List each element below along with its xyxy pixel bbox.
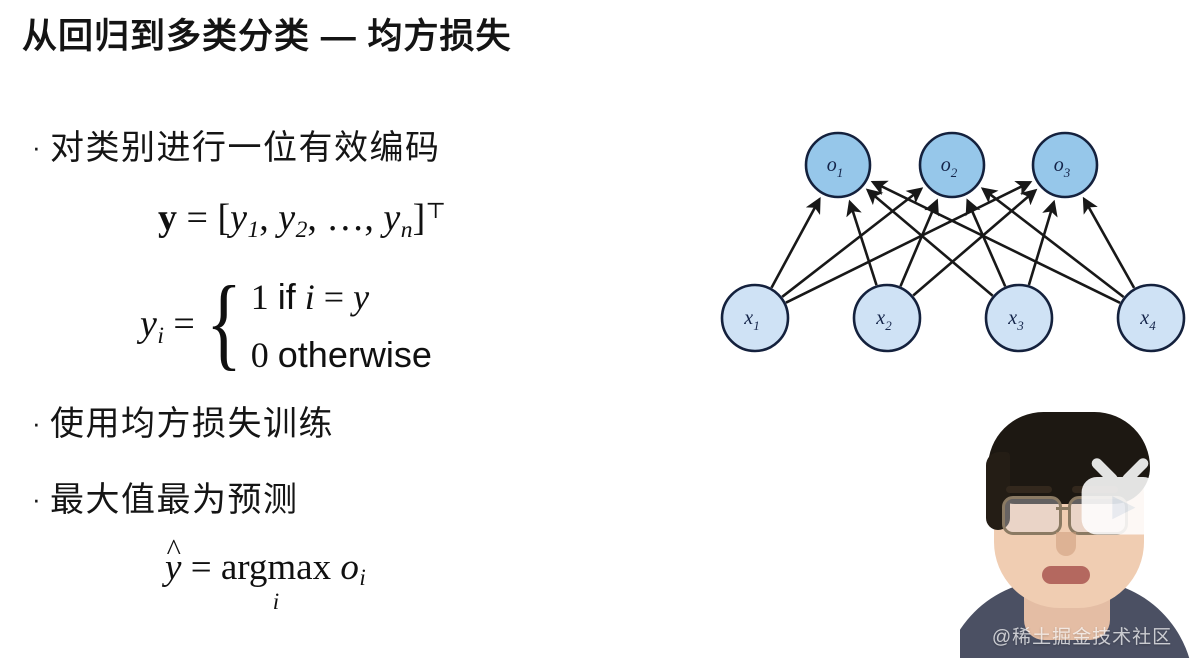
eq-onehot-sub-2: 2 <box>295 216 308 243</box>
node-circle <box>984 283 1054 353</box>
network-edge-x3-o3 <box>1027 199 1058 286</box>
speaker-glasses-left-lens <box>1002 496 1062 535</box>
eq-onehot-equals: = <box>186 197 208 239</box>
eq-onehot-term-1: y <box>230 197 247 239</box>
bullet-label-one-hot: 对类别进行一位有效编码 <box>50 129 441 167</box>
eq-case1-cond-var: i <box>304 277 315 317</box>
eq-piecewise-cases: 1 if i = y 0 otherwise <box>251 268 432 384</box>
eq-case2-value: 0 <box>250 335 269 375</box>
network-edge-x4-o2 <box>980 187 1125 299</box>
node-circle <box>918 131 986 199</box>
eq-onehot-open-bracket: [ <box>217 197 231 239</box>
network-node-input-3[interactable]: x3 <box>984 283 1054 353</box>
node-label-subscript: 3 <box>1063 165 1071 180</box>
eq-piecewise-equals: = <box>173 303 195 346</box>
network-edge-x4-o1 <box>870 180 1121 304</box>
eq-argmax-lhs: y <box>165 547 182 588</box>
network-edge-x2-o2 <box>899 198 939 287</box>
network-edge-x2-o3 <box>912 188 1038 297</box>
node-label-subscript: 2 <box>885 318 892 333</box>
node-label-subscript: 4 <box>1149 318 1156 333</box>
node-label-subscript: 3 <box>1016 318 1024 333</box>
eq-onehot-lhs: y <box>158 197 177 239</box>
eq-onehot-ellipsis: … <box>326 197 365 239</box>
network-node-output-3[interactable]: o3 <box>1031 131 1099 199</box>
network-node-input-1[interactable]: x1 <box>720 283 790 353</box>
node-label-subscript: 2 <box>951 165 958 180</box>
list-item: · 使用均方损失训练 <box>32 398 652 450</box>
eq-piecewise-brace: { <box>205 265 242 380</box>
network-edge-x2-o1 <box>846 199 878 286</box>
node-circle <box>720 283 790 353</box>
bullet-dot-icon: · <box>32 408 41 438</box>
bilibili-tv-logo-icon <box>1081 458 1159 535</box>
eq-onehot-transpose: ⊤ <box>425 197 446 223</box>
node-circle <box>1031 131 1099 199</box>
eq-piecewise-case-2: 0 otherwise <box>251 326 432 384</box>
node-label-subscript: 1 <box>837 165 844 180</box>
eq-onehot-term-n: y <box>383 197 401 239</box>
eq-onehot-sub-n: n <box>400 216 413 243</box>
eq-onehot-comma-2: , <box>307 197 317 239</box>
network-edge-x4-o3 <box>1082 196 1136 289</box>
network-nodes: o1 o2 o3 x1 x2 x3 x4 <box>720 131 1186 353</box>
eq-onehot-sub-1: 1 <box>247 216 260 243</box>
list-item: · 对类别进行一位有效编码 <box>32 122 652 174</box>
network-svg: o1 o2 o3 x1 x2 x3 x4 <box>720 131 1186 353</box>
eq-case1-keyword: if <box>277 276 296 317</box>
eq-piecewise-lhs-sub: i <box>157 322 164 349</box>
eq-onehot-close-bracket: ] <box>412 197 426 239</box>
eq-case1-value: 1 <box>250 277 269 317</box>
channel-watermark: @稀土掘金技术社区 <box>991 627 1173 648</box>
node-circle <box>1116 283 1186 353</box>
eq-argmax-hat: ^ <box>166 532 181 567</box>
eq-argmax-operand-sub: i <box>359 565 366 591</box>
network-edge-x3-o1 <box>865 188 994 297</box>
eq-argmax-operator-sub: i <box>272 589 280 614</box>
page-title: 从回归到多类分类 — 均方损失 <box>22 17 512 56</box>
node-circle <box>852 283 922 353</box>
network-node-input-4[interactable]: x4 <box>1116 283 1186 353</box>
network-node-output-1[interactable]: o1 <box>804 131 872 199</box>
node-circle <box>804 131 872 199</box>
eq-argmax-equals: = <box>190 547 212 588</box>
eq-piecewise-case-1: 1 if i = y <box>251 268 432 326</box>
speaker-glasses-bridge <box>1056 507 1068 510</box>
network-node-input-2[interactable]: x2 <box>852 283 922 353</box>
eq-argmax-yhat: ^y <box>165 533 182 589</box>
network-edge-x1-o2 <box>781 187 924 298</box>
speaker-eyebrow-left <box>1006 486 1052 493</box>
eq-argmax-operator: argmax <box>220 547 332 588</box>
bullet-list-lower: · 使用均方损失训练 · 最大值最为预测 <box>32 398 652 528</box>
video-overlay[interactable]: @稀土掘金技术社区 <box>960 400 1204 658</box>
speaker-nose <box>1056 532 1076 556</box>
network-edge-x3-o2 <box>965 198 1007 287</box>
node-label-subscript: 1 <box>753 318 760 333</box>
bullet-label-argmax-predict: 最大值最为预测 <box>50 481 299 519</box>
network-node-output-2[interactable]: o2 <box>918 131 986 199</box>
list-item: · 最大值最为预测 <box>32 474 652 526</box>
speaker-mouth <box>1042 566 1090 584</box>
eq-onehot-comma-1: , <box>259 197 269 239</box>
eq-piecewise-lhs-var: y <box>140 303 157 346</box>
eq-case1-cond-equals: = <box>323 277 345 317</box>
network-edges <box>770 180 1136 304</box>
eq-case1-cond-rhs: y <box>353 277 370 317</box>
eq-piecewise-lhs: yi = <box>140 302 205 350</box>
eq-case2-keyword: otherwise <box>277 334 432 375</box>
network-edge-x1-o1 <box>770 197 821 289</box>
bullet-dot-icon: · <box>32 484 41 514</box>
eq-onehot-term-2: y <box>278 197 296 239</box>
eq-onehot-comma-3: , <box>364 197 374 239</box>
equation-piecewise-indicator: yi = { 1 if i = y 0 otherwise <box>140 268 432 384</box>
neural-network-diagram: o1 o2 o3 x1 x2 x3 x4 <box>700 110 1204 370</box>
equation-one-hot-vector: y = [y1, y2, …, yn]⊤ <box>158 196 446 244</box>
bullet-label-train-mse: 使用均方损失训练 <box>50 405 334 443</box>
bullet-list: · 对类别进行一位有效编码 <box>32 122 652 176</box>
eq-argmax-operand: o <box>340 547 359 588</box>
bullet-dot-icon: · <box>32 132 41 162</box>
